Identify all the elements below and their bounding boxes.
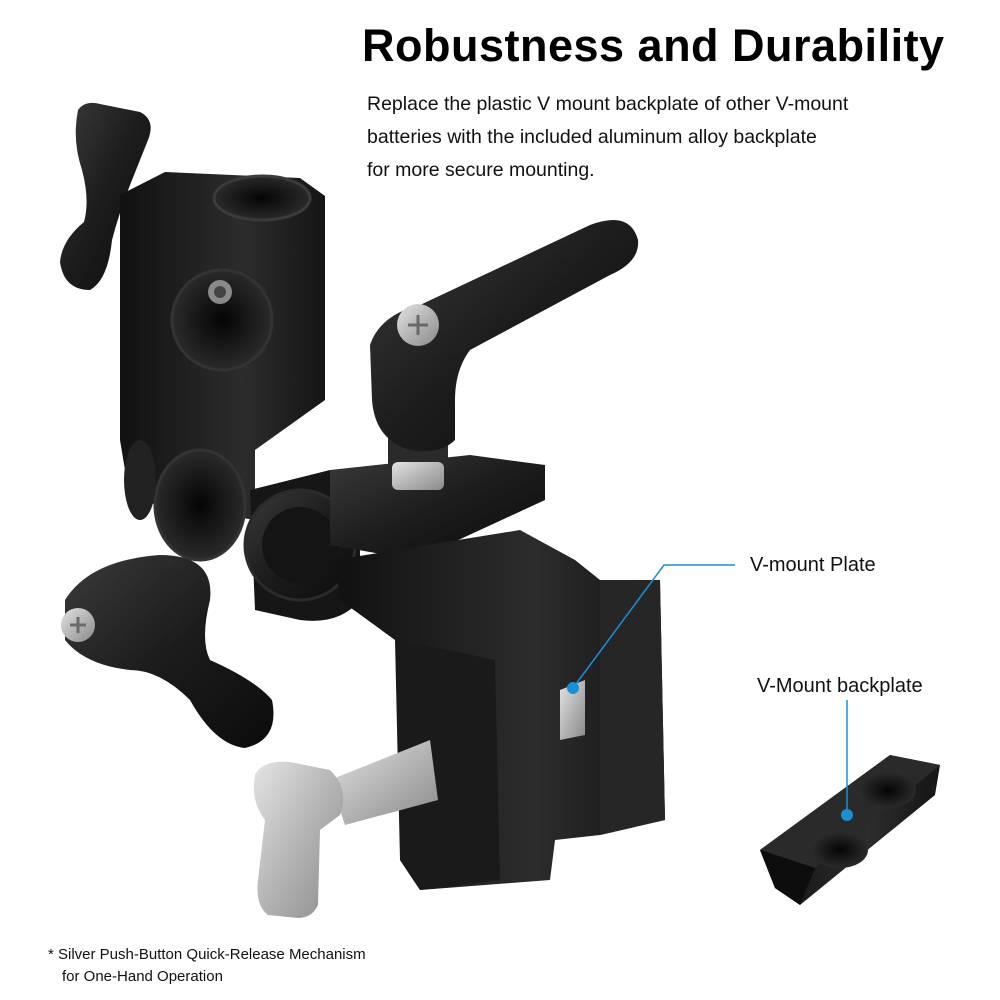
footnote: * Silver Push-Button Quick-Release Mecha…: [48, 944, 366, 988]
footnote-line-2: for One-Hand Operation: [62, 968, 223, 985]
vmount-plate-callout-dot: [567, 682, 579, 694]
backplate-callout-dot: [841, 809, 853, 821]
ratchet-lever: [370, 220, 639, 452]
vmount-plate: [560, 680, 585, 740]
vmount-backplate-label: V-Mount backplate: [757, 675, 923, 697]
quick-release-lever: [330, 740, 438, 825]
callout-lines: [567, 564, 853, 821]
page-title: Robustness and Durability: [362, 20, 945, 71]
clamp-top-plate: [330, 455, 545, 560]
vmount-plate-callout-line: [572, 564, 735, 689]
lower-handle: [65, 555, 274, 748]
description-line-3: for more secure mounting.: [367, 159, 595, 181]
description-line-1: Replace the plastic V mount backplate of…: [367, 93, 849, 115]
backplate-product-image: [760, 755, 940, 905]
description-text: Replace the plastic V mount backplate of…: [367, 88, 967, 187]
clamp-product-image: [60, 102, 665, 918]
top-wing-knob: [60, 102, 151, 290]
footnote-line-1: * Silver Push-Button Quick-Release Mecha…: [48, 946, 366, 963]
vmount-plate-label: V-mount Plate: [750, 554, 876, 576]
description-line-2: batteries with the included aluminum all…: [367, 126, 817, 148]
